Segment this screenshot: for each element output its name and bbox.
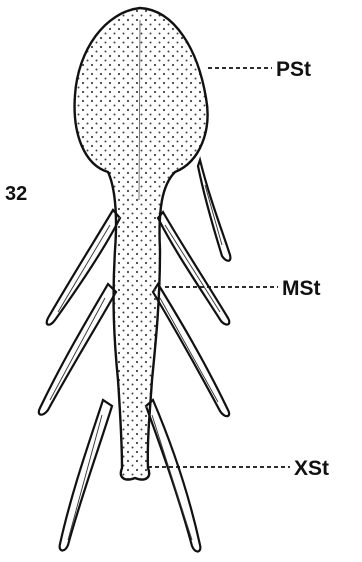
label-mst: MSt <box>282 277 321 300</box>
rib-upper-right <box>198 160 230 261</box>
label-xst: XSt <box>294 457 329 480</box>
figure-number: 32 <box>5 183 27 205</box>
label-pst: PSt <box>276 58 311 81</box>
